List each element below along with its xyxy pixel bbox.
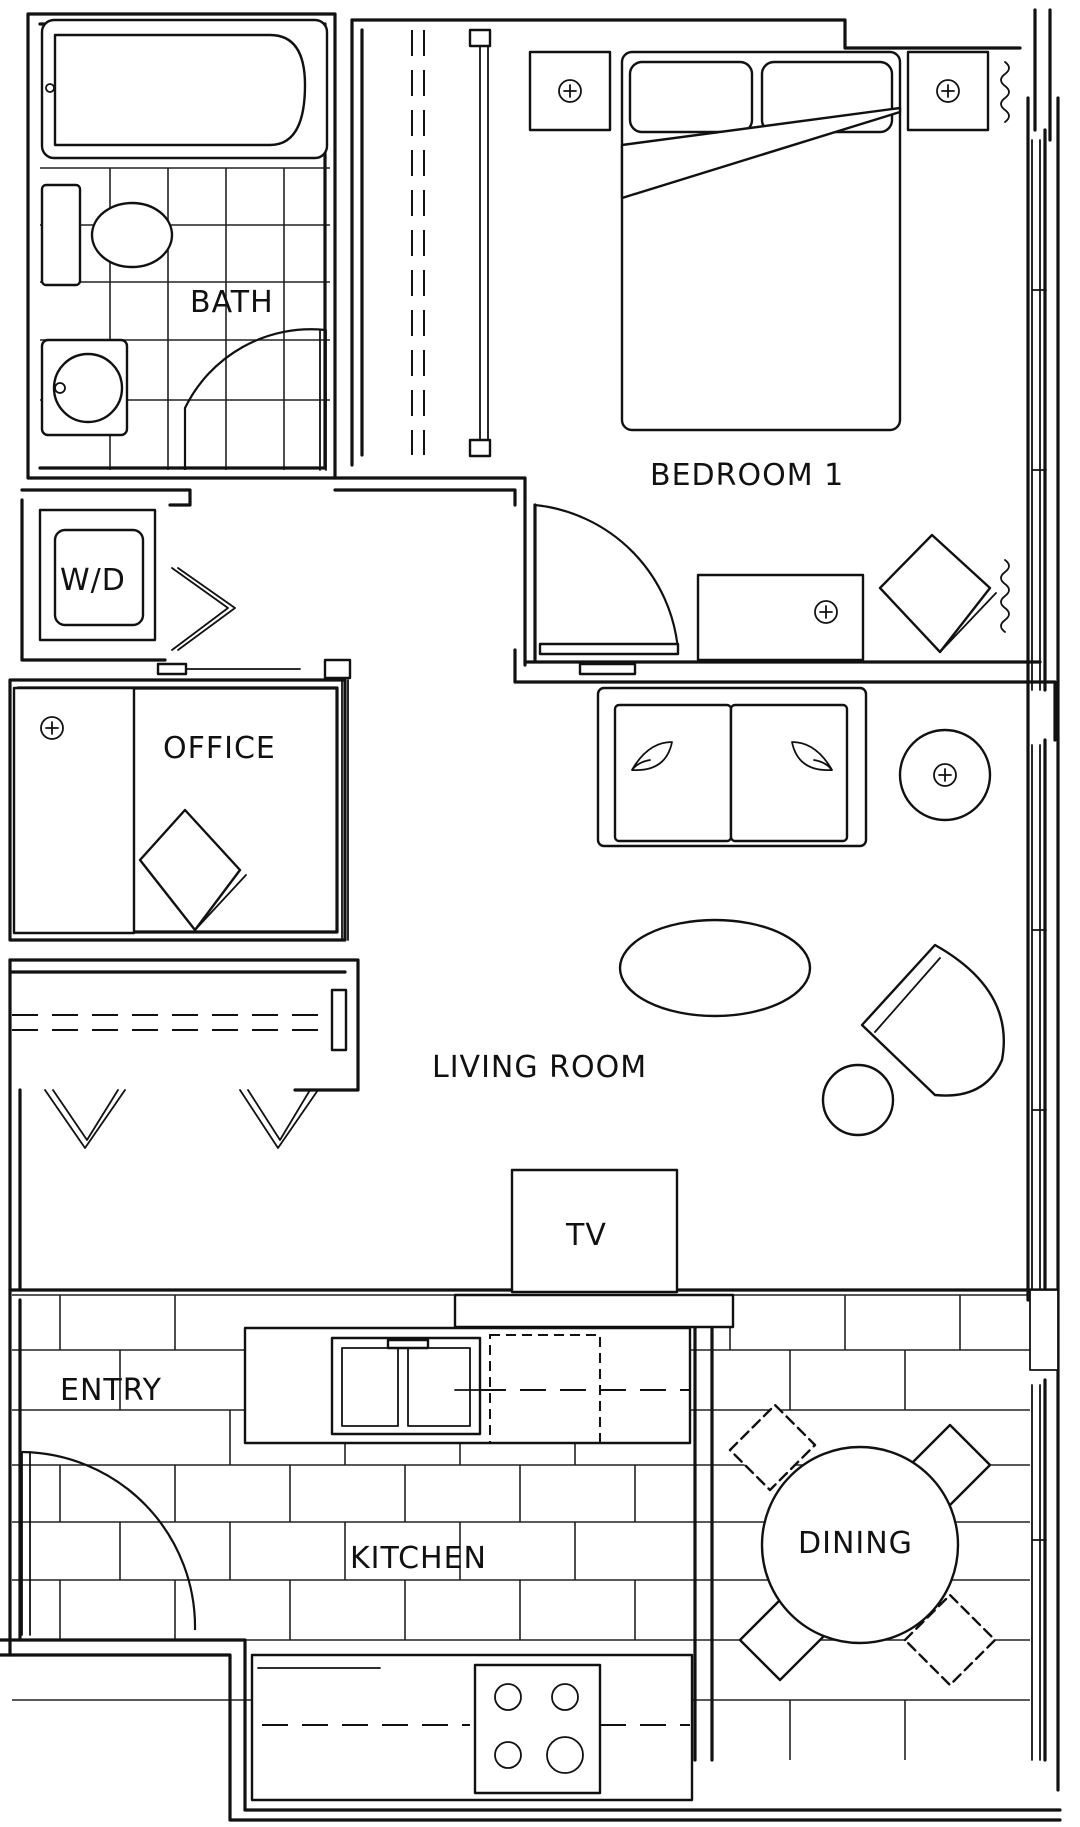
label-entry: ENTRY bbox=[60, 1373, 162, 1408]
bedroom-closet bbox=[411, 28, 492, 458]
bedroom-door bbox=[538, 642, 680, 656]
stove-icon bbox=[473, 1663, 602, 1795]
tv-stand bbox=[510, 1168, 679, 1294]
bifold-door-left bbox=[44, 1089, 126, 1149]
office-sliding-door bbox=[156, 658, 352, 941]
nightstand-lamp-left-icon bbox=[528, 50, 612, 132]
nightstand-lamp-right-icon bbox=[906, 50, 990, 132]
label-bedroom: BEDROOM 1 bbox=[650, 458, 844, 493]
kitchen-counter-top bbox=[453, 1293, 735, 1329]
sink bbox=[40, 338, 129, 437]
bath-door-swing bbox=[183, 328, 326, 470]
living-side-table bbox=[821, 1063, 895, 1137]
bedroom-door-swing bbox=[534, 503, 680, 651]
bed bbox=[620, 50, 902, 432]
entry-closet bbox=[12, 988, 348, 1052]
bifold-door-wd bbox=[171, 567, 236, 651]
bath-tile-floor bbox=[40, 167, 330, 470]
dining-table bbox=[728, 1403, 997, 1687]
label-bath: BATH bbox=[190, 285, 274, 320]
curtain-icon bbox=[1000, 61, 1010, 633]
sofa bbox=[596, 686, 868, 848]
room-labels: BATH BEDROOM 1 W/D OFFICE LIVING ROOM TV… bbox=[60, 285, 913, 1576]
side-table-lamp-icon bbox=[898, 728, 992, 822]
office-chair bbox=[138, 808, 247, 932]
bedroom-door-stop bbox=[578, 662, 637, 676]
windows bbox=[1029, 139, 1059, 1761]
label-washer-dryer: W/D bbox=[60, 563, 126, 598]
bathtub bbox=[40, 18, 329, 160]
washer-dryer bbox=[38, 508, 157, 642]
toilet bbox=[40, 183, 174, 287]
label-kitchen: KITCHEN bbox=[350, 1541, 487, 1576]
kitchen-island bbox=[243, 1326, 692, 1445]
coffee-table bbox=[618, 918, 812, 1018]
armchair bbox=[860, 943, 1005, 1097]
bath-door bbox=[319, 329, 327, 471]
label-dining: DINING bbox=[798, 1526, 913, 1561]
entry-door bbox=[21, 1451, 31, 1636]
kitchen-counter-bottom bbox=[250, 1653, 694, 1802]
label-tv: TV bbox=[565, 1218, 607, 1253]
bifold-door-right bbox=[239, 1089, 319, 1149]
dresser bbox=[696, 573, 865, 662]
office-desk bbox=[12, 686, 136, 935]
entry-door-swing bbox=[21, 1450, 197, 1631]
label-office: OFFICE bbox=[163, 731, 276, 766]
label-living-room: LIVING ROOM bbox=[432, 1050, 647, 1085]
bedroom-chair bbox=[878, 533, 997, 654]
